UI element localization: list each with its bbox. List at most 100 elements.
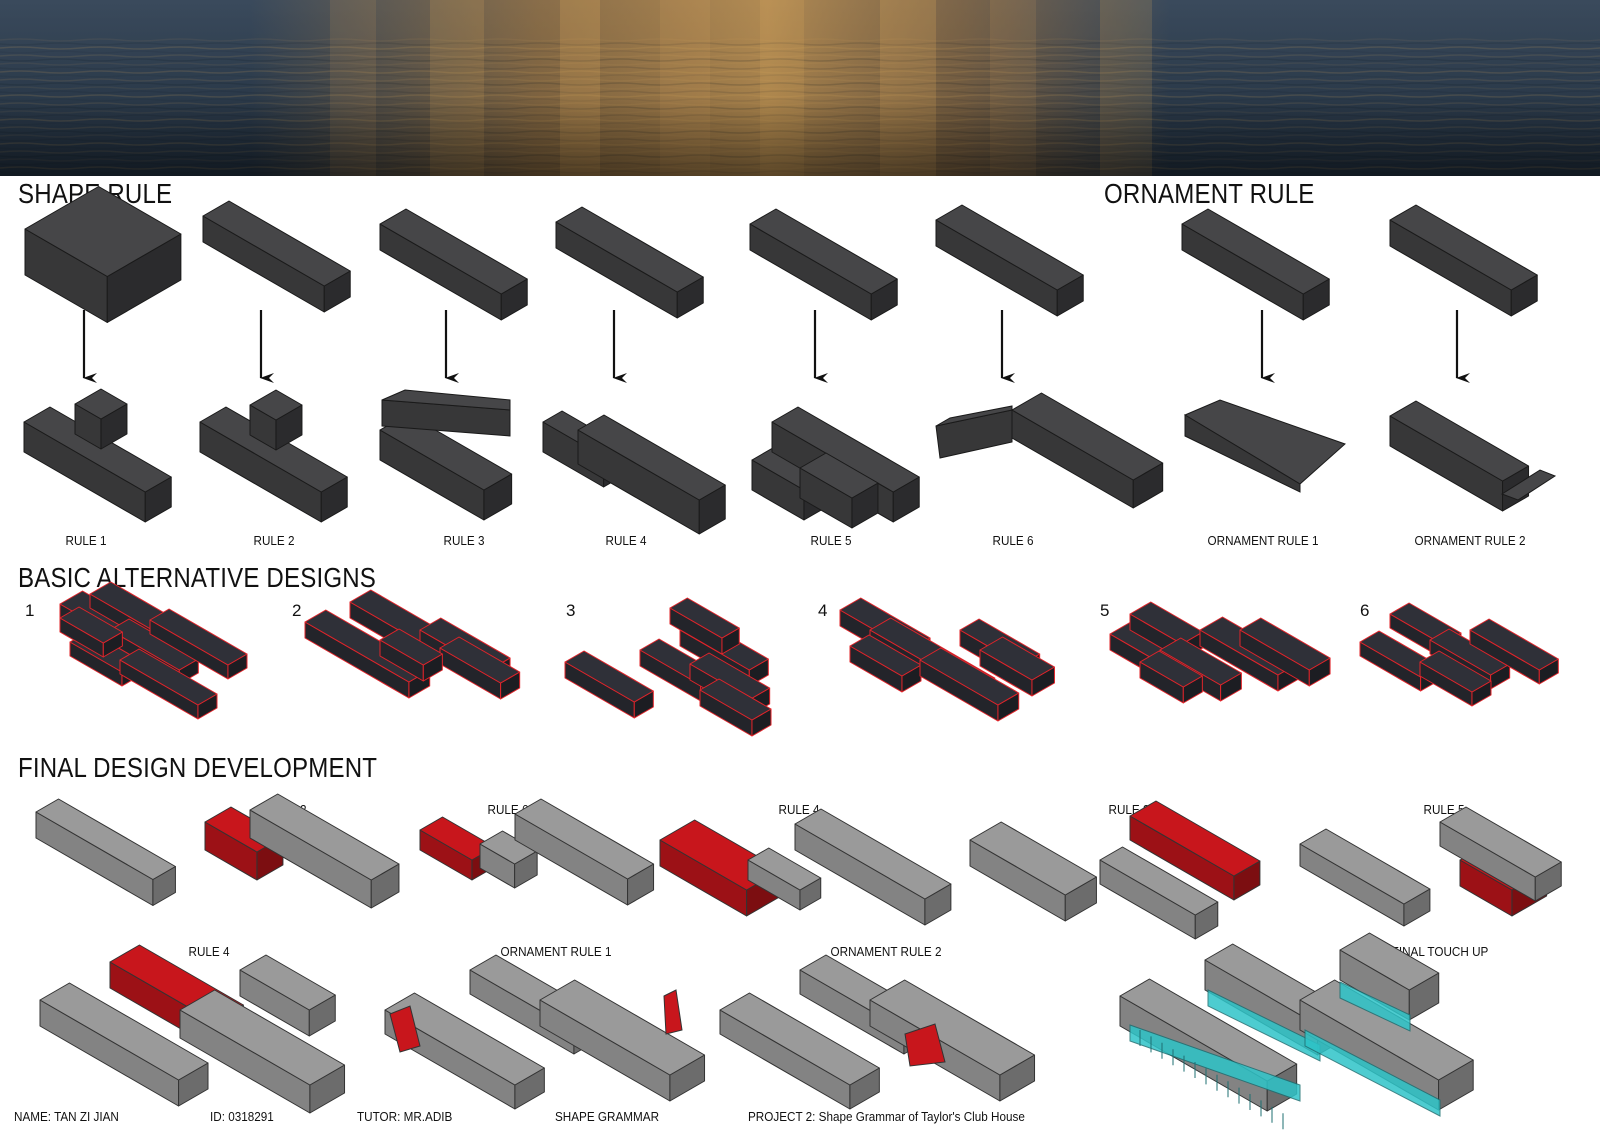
ornament-accent — [904, 1023, 946, 1067]
alternative-designs — [59, 581, 1559, 737]
rule-4-result-front — [577, 414, 726, 535]
footer-tutor: TUTOR: MR.ADIB — [357, 1109, 453, 1124]
label-dev-ornament-rule-1: ORNAMENT RULE 1 — [500, 944, 612, 959]
block — [719, 992, 880, 1110]
alt-4-block-4 — [919, 647, 1020, 722]
alt-3-block-5 — [669, 597, 740, 655]
alternative-number-2: 2 — [292, 601, 302, 620]
rule-5-result-arm-c — [799, 452, 879, 529]
block — [1129, 800, 1261, 901]
dev-step-rule-4 — [659, 808, 952, 926]
heading-basic-alternative-designs: BASIC ALTERNATIVE DESIGNS — [18, 562, 377, 593]
ornament-2-ramp — [1500, 469, 1557, 501]
final-design-development-diagrams — [35, 793, 1562, 1130]
rule-source-block-5 — [749, 208, 898, 321]
glass-facade-1 — [1129, 1024, 1301, 1102]
alternative-design-3 — [564, 597, 772, 737]
label-rule-4: RULE 4 — [605, 533, 647, 548]
label-final-touch-up: FINAL TOUCH UP — [1391, 944, 1489, 959]
dev-step-rule-2 — [204, 793, 400, 909]
block — [514, 798, 655, 906]
alternative-design-2 — [304, 589, 521, 700]
ornament-accent-left — [389, 1005, 421, 1053]
dev-step-base — [35, 798, 176, 906]
heading-final-design-development: FINAL DESIGN DEVELOPMENT — [18, 752, 378, 783]
rule-1-source-block — [24, 186, 182, 323]
rule-result-blocks — [23, 388, 1557, 535]
block — [239, 954, 336, 1037]
glass-facade-4 — [1339, 981, 1411, 1032]
ornament-accent-right — [663, 989, 683, 1035]
alternative-design-1 — [59, 581, 248, 720]
block — [479, 830, 538, 889]
alternative-design-5 — [1109, 601, 1331, 704]
footer-project: PROJECT 2: Shape Grammar of Taylor's Clu… — [748, 1109, 1025, 1124]
footer-subject: SHAPE GRAMMAR — [555, 1109, 660, 1124]
heading-ornament-rule: ORNAMENT RULE — [1104, 178, 1315, 209]
glass-facade-3 — [1304, 1029, 1441, 1117]
rule-source-block-2 — [202, 200, 351, 313]
label-rule-6: RULE 6 — [992, 533, 1034, 548]
dev-step-rule-4b — [39, 944, 346, 1114]
alternative-number-6: 6 — [1360, 601, 1370, 620]
alt-1-block-6 — [119, 648, 218, 720]
dev-step-rule-5 — [1299, 806, 1562, 927]
block — [794, 808, 952, 926]
alternative-number-5: 5 — [1100, 601, 1110, 620]
rule-source-block-8 — [1389, 204, 1538, 317]
alt-3-block-1 — [564, 650, 654, 719]
block — [35, 798, 176, 906]
block — [1339, 932, 1440, 1021]
block — [1299, 828, 1431, 927]
rule-1-result-long — [23, 406, 172, 523]
block — [39, 982, 209, 1107]
block — [1099, 846, 1219, 940]
header-photo-water-reflection — [0, 0, 1600, 176]
rule-source-block-4 — [555, 206, 704, 319]
label-dev-rule-4b: RULE 4 — [188, 944, 230, 959]
block — [539, 979, 706, 1102]
rule-source-block-3 — [379, 208, 528, 321]
block — [1439, 806, 1562, 902]
alternative-design-4 — [839, 597, 1055, 722]
alt-4-block-6 — [979, 636, 1055, 697]
alt-1-block-4 — [149, 608, 248, 680]
block — [747, 847, 822, 911]
rule-2-result-branch — [249, 389, 303, 451]
rule-3-result-upper-top — [381, 389, 511, 411]
rule-source-block-7 — [1181, 208, 1330, 321]
label-rule-1: RULE 1 — [65, 533, 107, 548]
label-ornament-rule-2: ORNAMENT RULE 2 — [1414, 533, 1526, 548]
alternative-number-4: 4 — [818, 601, 828, 620]
shape-rule-diagrams — [23, 186, 1557, 535]
label-rule-3: RULE 3 — [443, 533, 485, 548]
alt-5-block-6 — [1139, 650, 1203, 704]
glass-facade-2 — [1207, 989, 1321, 1062]
block — [869, 979, 1036, 1102]
ornament-1-front — [1184, 414, 1301, 493]
rule-arrows — [82, 310, 1470, 383]
label-ornament-rule-1: ORNAMENT RULE 1 — [1207, 533, 1319, 548]
alt-5-block-5 — [1239, 617, 1331, 687]
rule-2-result-long — [199, 406, 348, 523]
label-dev-ornament-rule-2: ORNAMENT RULE 2 — [830, 944, 942, 959]
alt-2-block-5 — [379, 628, 443, 682]
dev-step-rule-3 — [969, 800, 1261, 940]
rule-source-blocks — [24, 186, 1538, 323]
alternative-number-3: 3 — [566, 601, 576, 620]
alternative-design-6 — [1359, 602, 1559, 707]
rule-6-result-left-top — [935, 405, 1013, 427]
dev-final-touch-up — [1119, 932, 1474, 1130]
alt-4-block-3 — [849, 634, 922, 693]
dev-step-rule-6 — [419, 798, 655, 906]
alt-1-block-7 — [59, 606, 123, 658]
footer-name: NAME: TAN ZI JIAN — [14, 1109, 119, 1124]
alt-6-block-4 — [1469, 618, 1559, 685]
alternative-number-1: 1 — [25, 601, 35, 620]
alt-3-block-6 — [699, 678, 772, 737]
rule-1-result-branch — [74, 388, 128, 450]
alt-2-block-4 — [439, 636, 521, 700]
rule-6-result-long — [1011, 392, 1164, 509]
alt-6-block-5 — [1419, 650, 1492, 707]
